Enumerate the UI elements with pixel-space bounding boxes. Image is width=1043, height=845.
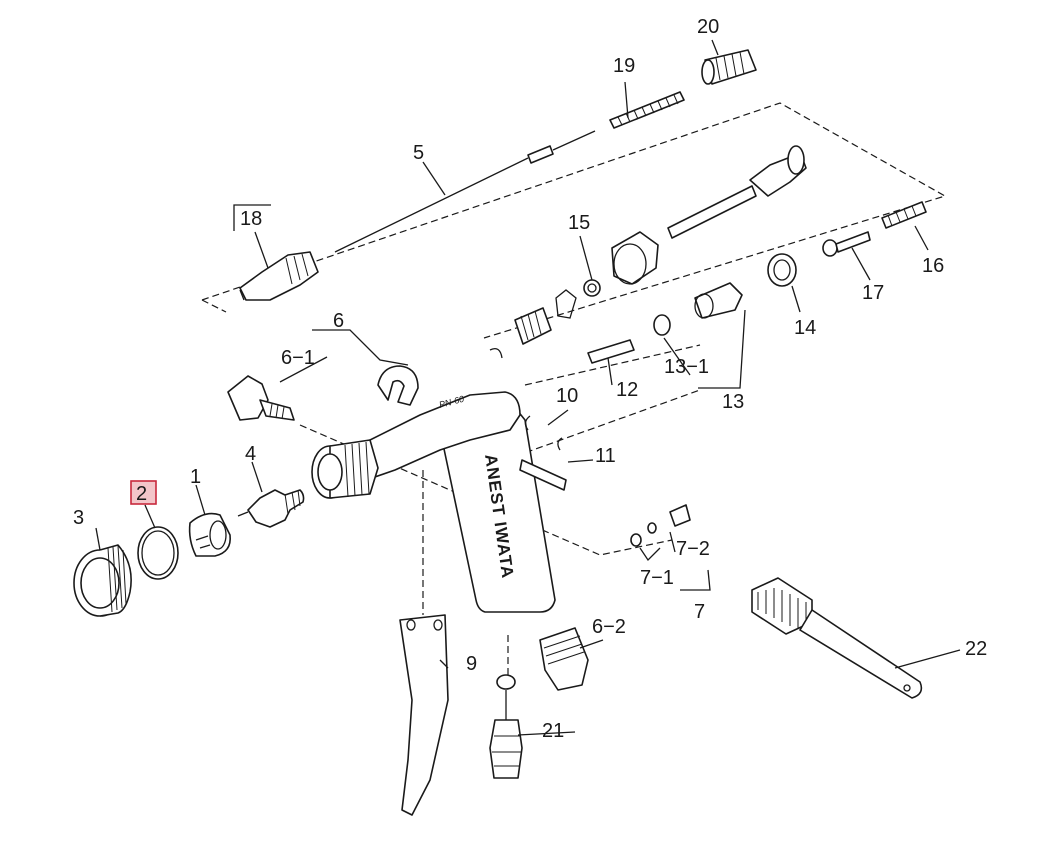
- callout-11: 11: [595, 445, 616, 467]
- callout-6: 6: [333, 310, 344, 332]
- part-5-needle: [334, 130, 596, 253]
- callout-22: 22: [965, 638, 987, 660]
- piston-rod-assembly: [667, 145, 807, 239]
- part-1-air-cap: [188, 512, 232, 557]
- callout-labels: 1 2 3 4 5 6 6−1 6−2 7 7−1 7−2 9 10 11 12…: [73, 16, 987, 742]
- part-9-trigger: [399, 614, 449, 816]
- callout-5: 5: [413, 142, 424, 164]
- part-13-valve-group: [653, 282, 743, 336]
- callout-18: 18: [240, 208, 262, 230]
- part-4-fluid-nozzle: [237, 489, 305, 528]
- callout-15: 15: [568, 212, 590, 234]
- highlight-box-part-2: [130, 480, 157, 505]
- callout-3: 3: [73, 507, 84, 529]
- part-7-fluid-adjuster: [630, 504, 691, 547]
- callout-14: 14: [794, 317, 816, 339]
- callout-7: 7: [694, 601, 705, 623]
- part-14-nut: [767, 253, 797, 287]
- callout-18-box: [233, 204, 271, 231]
- leader-lines: [95, 39, 961, 736]
- part-12-pin: [587, 339, 635, 364]
- callout-13-1: 13−1: [664, 356, 709, 378]
- callout-2: 2: [136, 483, 147, 505]
- callout-12: 12: [616, 379, 638, 401]
- part-22-cleaning-brush: [751, 577, 923, 699]
- callout-4: 4: [245, 443, 256, 465]
- gun-body: ANEST IWATA PN-60: [311, 365, 556, 613]
- callout-13: 13: [722, 391, 744, 413]
- part-21-air-adjuster: [489, 674, 523, 779]
- part-3-air-cap-ring: [73, 544, 132, 617]
- callout-1: 1: [190, 466, 201, 488]
- callout-7-1: 7−1: [640, 567, 674, 589]
- part-17-screw: [822, 231, 871, 257]
- callout-6-2: 6−2: [592, 616, 626, 638]
- part-10-11-trigger-pin: [519, 415, 567, 491]
- callout-21: 21: [542, 720, 564, 742]
- callout-19: 19: [613, 55, 635, 77]
- part-6-1-air-nipple: [227, 375, 295, 421]
- callout-7-2: 7−2: [676, 538, 710, 560]
- callout-9: 9: [466, 653, 477, 675]
- part-16-spring: [881, 201, 927, 229]
- part-2-o-ring: [137, 526, 179, 580]
- assembly-dash-lines: [201, 102, 947, 675]
- callout-10: 10: [556, 385, 578, 407]
- callout-17: 17: [862, 282, 884, 304]
- part-20-adjusting-screw: [701, 49, 757, 85]
- callout-6-1: 6−1: [281, 347, 315, 369]
- part-19-spring: [609, 91, 685, 129]
- part-18-packing-set: [239, 251, 319, 301]
- part-6-2-fluid-inlet: [539, 627, 589, 691]
- callout-20: 20: [697, 16, 719, 38]
- part-15-air-valve: [489, 231, 659, 359]
- callout-16: 16: [922, 255, 944, 277]
